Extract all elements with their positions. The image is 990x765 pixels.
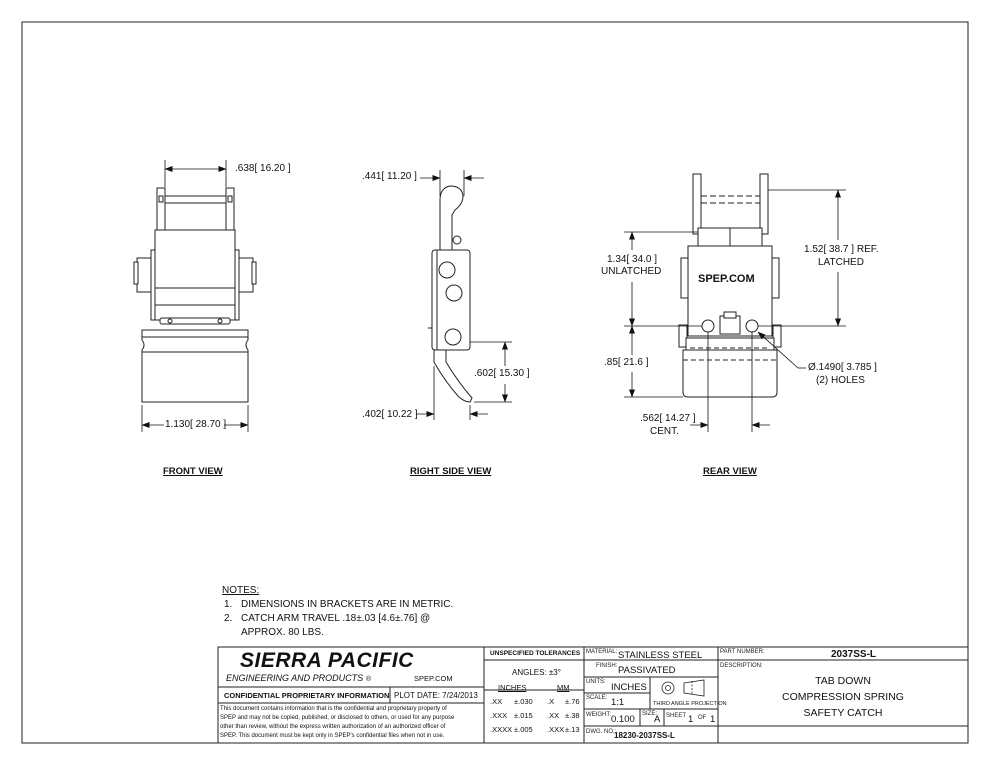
- tolerance-cell-in: .XX: [490, 697, 503, 706]
- front-dimension-lines: [141, 160, 249, 432]
- tolerance-cell-mm_tol: ±.38: [565, 711, 580, 720]
- description-text: TAB DOWN COMPRESSION SPRING SAFETY CATCH: [718, 673, 968, 721]
- dim-side-right: .602[ 15.30 ]: [474, 368, 530, 379]
- company-name: SIERRA PACIFIC: [240, 649, 414, 672]
- sheet-label: SHEET: [666, 713, 687, 719]
- company-subtitle: ENGINEERING AND PRODUCTS ®: [226, 673, 371, 683]
- part-number-label: PART NUMBER:: [720, 649, 765, 655]
- dwg-no-value: 18230-2037SS-L: [614, 731, 675, 740]
- tolerance-cell-in: .XXXX: [490, 725, 513, 734]
- rear-dimension-lines: [624, 189, 846, 432]
- front-view-drawing: [133, 187, 257, 403]
- size-value: A: [654, 714, 661, 725]
- scale-label: SCALE:: [586, 695, 608, 701]
- finish-value: PASSIVATED: [618, 665, 676, 676]
- label-right-side-view: RIGHT SIDE VIEW: [410, 466, 492, 477]
- weight-value: 0.100: [611, 714, 635, 725]
- third-angle-projection-icon: [661, 679, 705, 697]
- material-label: MATERIAL:: [586, 649, 618, 655]
- rear-stamp-text: SPEP.COM: [698, 273, 755, 285]
- dim-front-width: 1.130[ 28.70 ]: [165, 419, 227, 430]
- units-value: INCHES: [611, 682, 647, 693]
- dim-side-bottom: .402[ 10.22 ]: [362, 409, 418, 420]
- finish-label: FINISH:: [596, 663, 618, 669]
- dim-rear-latched: 1.52[ 38.7 ] REF.: [804, 244, 879, 255]
- dim-hole-diameter: Ø.1490[ 3.785 ]: [808, 362, 877, 373]
- tolerance-cell-mm: .X: [547, 697, 555, 706]
- disclaimer-line-2: SPEP and may not be copied, published, o…: [220, 715, 455, 721]
- weight-label: WEIGHT:: [586, 712, 611, 718]
- dim-rear-unlatched: 1.34[ 34.0 ]: [607, 254, 658, 265]
- description-line-1: TAB DOWN: [815, 675, 871, 687]
- tolerance-mm-header: MM: [557, 683, 570, 692]
- dim-rear-base: .85[ 21.6 ]: [604, 357, 649, 368]
- sheet-value: 1: [688, 714, 694, 725]
- projection-label: THIRD ANGLE PROJECTION: [653, 701, 727, 707]
- of-label: OF: [698, 715, 707, 721]
- note-2-line-2: APPROX. 80 LBS.: [241, 627, 324, 638]
- dim-rear-unlatched-note: UNLATCHED: [601, 266, 662, 277]
- plot-date: PLOT DATE: 7/24/2013: [394, 691, 478, 700]
- disclaimer-line-4: SPEP. This document must be kept only in…: [220, 733, 445, 739]
- dwg-no-label: DWG. NO.:: [586, 729, 617, 735]
- company-website: SPEP.COM: [414, 674, 453, 683]
- disclaimer-line-1: This document contains information that …: [220, 706, 447, 712]
- dim-hole-note: (2) HOLES: [816, 375, 865, 386]
- material-value: STAINLESS STEEL: [618, 650, 703, 661]
- side-view-drawing: [428, 185, 473, 403]
- description-line-3: SAFETY CATCH: [803, 707, 883, 719]
- description-line-2: COMPRESSION SPRING: [782, 691, 904, 703]
- tolerance-cell-in_tol: ±.005: [514, 725, 533, 734]
- tolerance-cell-mm_tol: ±.76: [565, 697, 580, 706]
- note-1: DIMENSIONS IN BRACKETS ARE IN METRIC.: [241, 599, 454, 610]
- tolerance-cell-in_tol: ±.015: [514, 711, 533, 720]
- dim-front-top: .638[ 16.20 ]: [235, 163, 291, 174]
- description-label: DESCRIPTION:: [720, 663, 763, 669]
- tolerance-inches-header: INCHES: [498, 683, 527, 692]
- tolerance-cell-mm: .XXX: [547, 725, 565, 734]
- dim-rear-bottom: .562[ 14.27 ]: [640, 413, 696, 424]
- units-label: UNITS:: [586, 679, 606, 685]
- tolerance-cell-in: .XXX: [490, 711, 508, 720]
- tolerance-cell-mm_tol: ±.13: [565, 725, 580, 734]
- label-rear-view: REAR VIEW: [703, 466, 757, 477]
- dim-rear-bottom-note: CENT.: [650, 426, 679, 437]
- scale-value: 1:1: [611, 697, 625, 708]
- notes-heading: NOTES:: [222, 585, 260, 596]
- tolerance-angles: ANGLES: ±3°: [512, 668, 561, 677]
- rear-view-drawing: [678, 173, 782, 398]
- side-dimension-lines: [416, 170, 512, 420]
- note-2-line-1: CATCH ARM TRAVEL .18±.03 [4.6±.76] @: [241, 613, 431, 624]
- dim-side-top: .441[ 11.20 ]: [362, 171, 417, 182]
- note-1-number: 1.: [224, 599, 233, 610]
- confidential-label: CONFIDENTIAL PROPRIETARY INFORMATION: [224, 691, 390, 700]
- label-front-view: FRONT VIEW: [163, 466, 223, 477]
- tolerance-cell-in_tol: ±.030: [514, 697, 533, 706]
- size-label: SIZE:: [642, 711, 658, 717]
- tolerances-title: UNSPECIFIED TOLERANCES: [490, 650, 581, 657]
- of-value: 1: [710, 714, 716, 725]
- part-number-value: 2037SS-L: [831, 649, 877, 660]
- note-2-number: 2.: [224, 613, 233, 624]
- disclaimer-line-3: other than review, without the express w…: [220, 724, 446, 730]
- dim-rear-latched-note: LATCHED: [818, 257, 864, 268]
- tolerance-cell-mm: .XX: [547, 711, 560, 720]
- title-block-frame: [217, 646, 969, 744]
